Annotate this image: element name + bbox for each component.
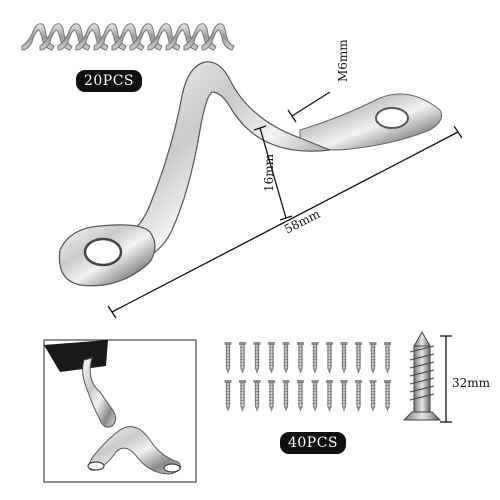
screw-quantity-badge: 40PCS (280, 432, 346, 454)
small-screw-icon (282, 342, 290, 374)
small-screw-icon (326, 380, 333, 412)
small-screw-icon (384, 380, 391, 412)
small-screw-icon (340, 380, 348, 412)
screw-length-dimension (440, 335, 452, 423)
large-screw-icon (402, 330, 442, 421)
small-screw-icon (268, 380, 275, 412)
small-screw-icon (355, 380, 362, 412)
pad-eye-group-icon (21, 23, 235, 51)
small-screw-icon (297, 342, 304, 374)
small-screw-icon (369, 342, 377, 374)
small-screw-icon (282, 380, 290, 412)
small-screw-icon (239, 380, 246, 412)
small-screw-icon (224, 342, 232, 374)
small-screw-icon (253, 380, 261, 412)
usage-inset (43, 339, 197, 483)
screw-length-label: 32mm (452, 376, 491, 390)
small-screw-icon (384, 342, 391, 374)
small-screw-icon (253, 342, 261, 374)
small-screw-icon (340, 342, 348, 374)
pad-eye-hook-icon (58, 61, 443, 287)
height-label: 16mm (262, 153, 276, 192)
pad-eye-quantity-badge: 20PCS (76, 70, 142, 92)
thickness-label: M6mm (336, 39, 350, 82)
small-screw-icon (239, 342, 246, 374)
small-screw-icon (224, 380, 232, 412)
small-screw-icon (297, 380, 304, 412)
small-screw-icon (311, 380, 319, 412)
small-screw-icon (355, 342, 362, 374)
small-screw-icon (268, 342, 275, 374)
screw-grid-icon (224, 342, 391, 412)
small-screw-icon (326, 342, 333, 374)
dimension-lines (107, 91, 463, 319)
small-screw-icon (369, 380, 377, 412)
small-screw-icon (311, 342, 319, 374)
